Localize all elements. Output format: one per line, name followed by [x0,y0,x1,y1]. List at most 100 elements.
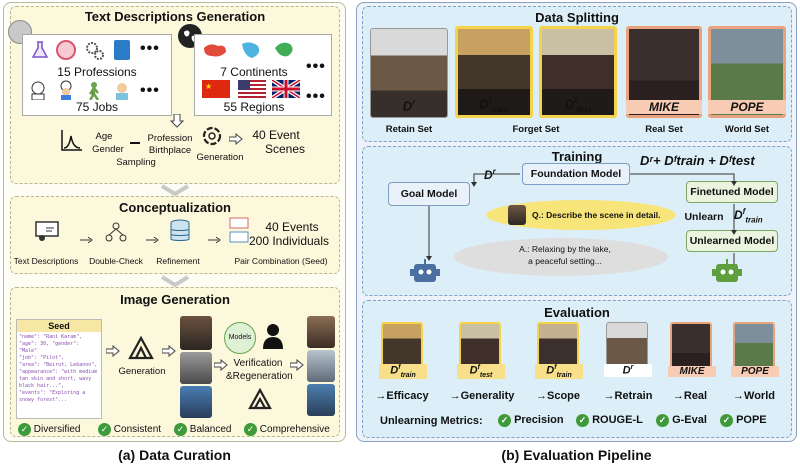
unlearn-label: Unlearn [684,211,724,223]
book-icon [114,40,130,60]
chevron-down-icon [160,183,190,197]
final-photo-2 [307,350,335,382]
curation-caption: (a) Data Curation [118,447,231,463]
check-icon: ✓ [244,423,257,436]
seed-title: Seed [17,320,101,332]
generation-label: Generation [196,152,244,163]
chef-icon [56,80,76,100]
scenes-label: Scenes [264,142,306,156]
presentation-icon [34,220,60,244]
seed-text: "name": "Rani Karam", "age": 30, "gender… [19,334,98,403]
chevron-down-icon-2 [160,274,190,288]
eval-efficacy-label: →Efficacy [375,390,429,402]
usa-flag-icon [238,80,266,98]
question-text: Q.: Describe the scene in detail. [532,210,661,220]
retain-photo [370,28,448,118]
check-icon: ✓ [98,423,111,436]
answer-bubble [454,238,668,276]
network-icon [104,220,128,244]
real-set-label: Real Set [645,124,683,135]
pair-icon [228,216,250,246]
attr-profession: Profession [147,133,193,144]
regions-count: 55 Regions [223,100,285,114]
metric-rouge: ROUGE-L [592,414,643,426]
property-balanced: Balanced [189,424,232,435]
evaluation-title: Evaluation [544,305,610,320]
arrow-3 [208,230,222,244]
forget-set-label: Forget Set [512,124,560,135]
text-generation-title: Text Descriptions Generation [84,9,266,24]
right-arrow-icon [228,132,243,146]
person-icon [262,322,284,350]
regeneration-label: &Regeneration [226,371,293,382]
eval-real-label: →Real [672,390,708,402]
forget-test-math: Dftest [564,96,592,114]
generation-step-label: Generation [118,366,166,377]
forget-train-math: Dftrain [479,96,509,114]
robot-blue-icon [410,258,440,286]
generated-photo-2 [180,352,212,384]
properties-row: ✓ Diversified ✓ Consistent ✓ Balanced ✓ … [18,423,338,439]
training-formula: Dʳ+ Dᶠtrain + Dᶠtest [640,153,755,168]
question-photo [508,205,526,225]
database-icon [168,218,192,244]
eval-world-photo [733,322,775,374]
sampling-label: Sampling [116,157,156,168]
scientist-icon [28,80,48,101]
continent-blue-icon [238,40,264,60]
property-comprehensive: Comprehensive [259,424,330,435]
check-icon: ✓ [18,423,31,436]
generator-logo-icon-2 [248,387,272,410]
check-icon: ✓ [656,414,669,427]
world-set-math: POPE [708,100,786,114]
verification-label: Verification [233,358,283,369]
continent-green-icon [272,40,298,60]
brain-icon [56,40,76,60]
openai-icon [200,124,224,148]
property-consistent: Consistent [113,424,162,435]
eval-real-photo [670,322,712,374]
check-icon: ✓ [498,414,511,427]
eval-real-math: MIKE [668,366,716,377]
step-pair-combination: Pair Combination (Seed) [234,256,328,266]
metric-pope: POPE [736,414,767,426]
events-count: 40 Event [252,128,300,142]
foundation-model-node: Foundation Model [522,163,630,185]
seed-card: Seed "name": "Rani Karam", "age": 30, "g… [16,319,102,419]
eval-generality-math: Dftest [457,364,505,379]
jobs-count: 75 Jobs [75,100,119,114]
data-splitting-title: Data Splitting [535,10,619,25]
china-flag-icon: ★ [202,80,230,98]
goal-model-node: Goal Model [388,182,470,206]
metrics-row: Unlearning Metrics: ✓ Precision ✓ ROUGE-… [380,414,790,432]
eval-scope-label: →Scope [535,390,580,402]
attr-gender: Gender [92,144,124,155]
eval-world-math: POPE [731,366,779,377]
continents-count: 7 Continents [220,65,288,79]
forget-train-photo [455,26,533,118]
arrow-7 [289,358,304,372]
professions-count: 15 Professions [57,65,137,79]
real-set-math: MIKE [626,100,702,114]
attr-age: Age [95,131,113,142]
eval-generality-label: →Generality [449,390,515,402]
professions-ellipsis: ••• [140,40,160,57]
uk-flag-icon [270,78,302,100]
svg-text:★: ★ [205,82,212,91]
flask-icon [30,40,50,60]
step-refinement: Refinement [156,256,200,266]
retain-math: Dr [402,98,416,114]
pipeline-caption: (b) Evaluation Pipeline [501,447,652,463]
regions-ellipsis: ••• [306,88,326,105]
down-arrow-icon [169,113,185,128]
generated-photo-3 [180,386,212,418]
distribution-icon [60,128,84,152]
robot-green-icon [712,258,742,286]
continents-ellipsis: ••• [306,58,326,75]
eval-world-label: →World [733,390,775,402]
arrow-5 [161,344,176,358]
final-photo-3 [307,384,335,416]
retain-math-small: Dr [484,167,496,182]
final-photo-1 [307,316,335,348]
eval-retrain-label: →Retrain [603,390,653,402]
